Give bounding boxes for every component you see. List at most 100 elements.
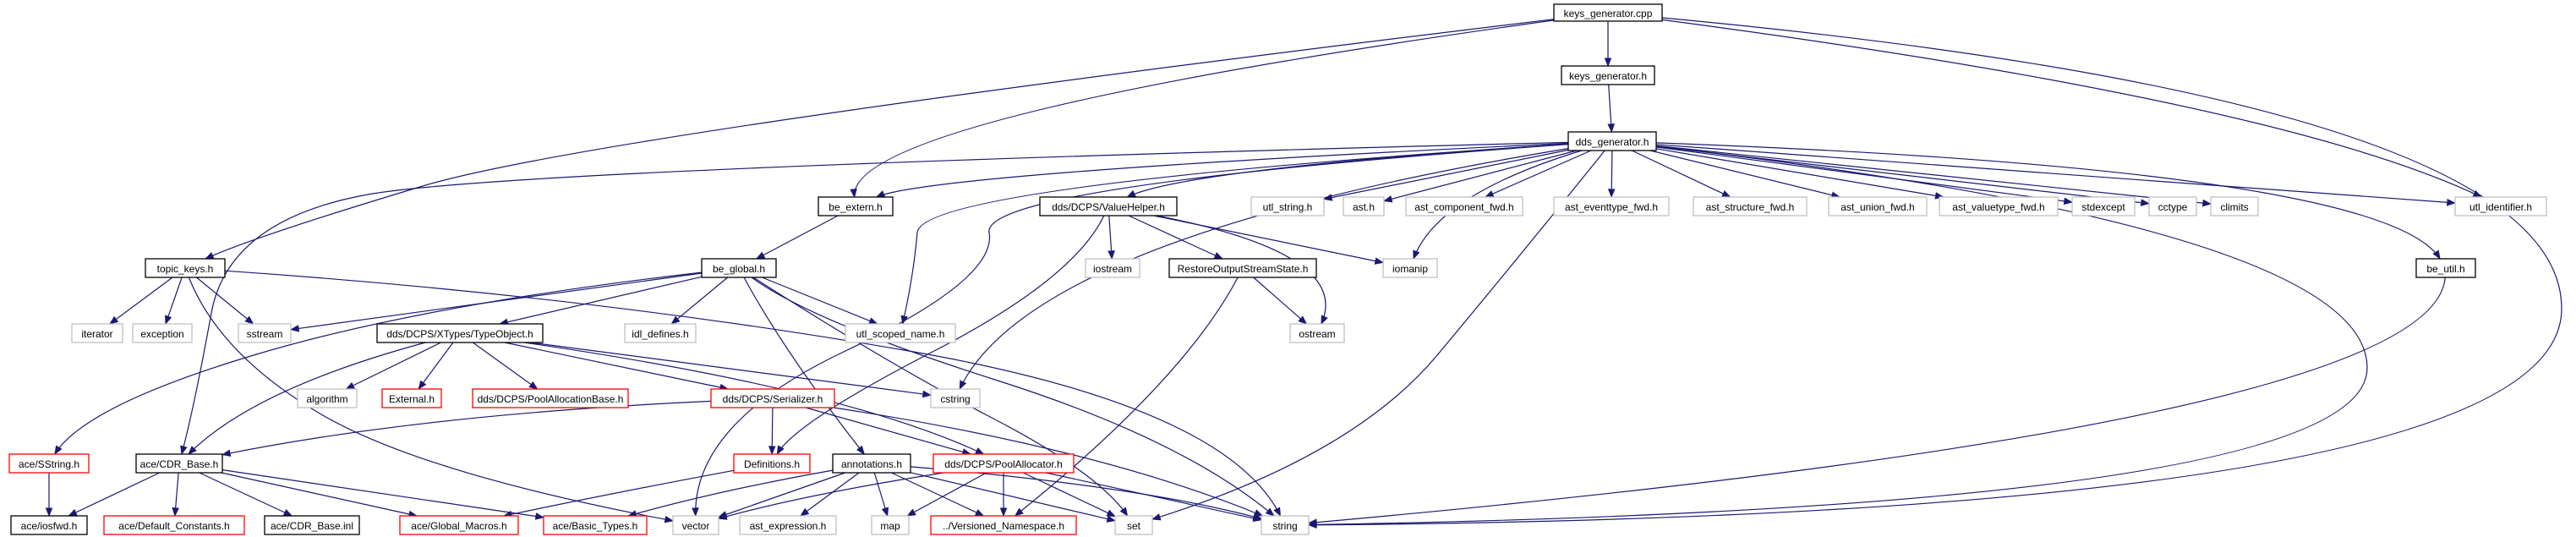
node-string: string — [1261, 515, 1310, 535]
node-label: keys_generator.cpp — [1564, 8, 1653, 19]
node-label: ace/SString.h — [19, 458, 79, 470]
edge-dds_generator_h-to-be_util_h — [1655, 142, 2441, 260]
edge-dds_generator_h-to-climits — [1655, 145, 2212, 207]
node-ace-default-constants-h[interactable]: ace/Default_Constants.h — [103, 515, 245, 535]
edge-topic_keys_h-to-vector — [188, 277, 675, 523]
node-label: iomanip — [1392, 263, 1428, 275]
node-label: ast_union_fwd.h — [1840, 201, 1914, 213]
edge-typeobject_h-to-poolallocationbase_h — [472, 342, 539, 390]
edge-serializer_h-to-definitions_h — [768, 407, 776, 456]
edge-serializer_h-to-ace_cdr_base_h — [221, 400, 712, 458]
node-valuehelper-h[interactable]: dds/DCPS/ValueHelper.h — [1039, 196, 1178, 216]
node-external-h[interactable]: External.h — [381, 388, 442, 408]
edge-be_global_h-to-typeobject_h — [499, 276, 703, 326]
node-label: ast_valuetype_fwd.h — [1952, 201, 2044, 213]
edge-topic_keys_h-to-iterator — [109, 277, 173, 325]
node-label: ace/iosfwd.h — [21, 520, 78, 532]
node-label: ace/Default_Constants.h — [118, 520, 229, 532]
node-label: vector — [682, 520, 710, 532]
node-be-util-h[interactable]: be_util.h — [2415, 258, 2476, 278]
edge-dds_generator_h-to-utl_scoped_name_h — [900, 143, 1569, 326]
node-label: ace/CDR_Base.h — [140, 458, 219, 470]
node-label: utl_identifier.h — [2469, 201, 2532, 213]
node-label: sstream — [247, 328, 283, 340]
node-label: set — [1127, 520, 1141, 532]
node-label: climits — [2220, 201, 2248, 213]
node-label: annotations.h — [841, 458, 902, 470]
node-cstring: cstring — [930, 388, 981, 408]
node-box — [930, 515, 1077, 535]
node-box — [832, 453, 911, 474]
node-map: map — [871, 515, 910, 535]
node-exception: exception — [132, 323, 193, 343]
node-label: dds/DCPS/Serializer.h — [723, 393, 823, 405]
node-label: ast_structure_fwd.h — [1706, 201, 1795, 213]
node-label: iterator — [81, 328, 112, 340]
node-box — [1382, 258, 1438, 278]
edge-dds_generator_h-to-cstring — [959, 148, 1569, 390]
node-ostream: ostream — [1289, 323, 1345, 343]
node-definitions-h[interactable]: Definitions.h — [733, 453, 811, 474]
edge-dds_generator_h-to-ast_structure_fwd_h — [1632, 150, 1731, 198]
node-label: ../Versioned_Namespace.h — [943, 520, 1064, 532]
edge-poolallocator_h-to-string — [1046, 472, 1263, 523]
node-be-global-h[interactable]: be_global.h — [701, 258, 777, 278]
node-label: string — [1272, 520, 1297, 532]
edge-annotations_h-to-map — [873, 472, 889, 518]
node-keys-generator-h[interactable]: keys_generator.h — [1561, 65, 1655, 85]
node-ace-sstring-h[interactable]: ace/SString.h — [8, 453, 90, 474]
node-box — [1289, 323, 1345, 343]
node-restore-h[interactable]: RestoreOutputStreamState.h — [1168, 258, 1317, 278]
node-label: ast_expression.h — [750, 520, 827, 532]
node-label: RestoreOutputStreamState.h — [1178, 263, 1309, 275]
node-box — [818, 196, 894, 216]
node-box — [1250, 196, 1325, 216]
node-annotations-h[interactable]: annotations.h — [832, 453, 911, 474]
node-be-extern-h[interactable]: be_extern.h — [818, 196, 894, 216]
node-ace-iosfwd-h[interactable]: ace/iosfwd.h — [10, 515, 88, 535]
node-label: Definitions.h — [744, 458, 800, 470]
node-box — [399, 515, 519, 535]
edge-annotations_h-to-ast_expression_h — [800, 472, 860, 517]
node-versioned-namespace-h[interactable]: ../Versioned_Namespace.h — [930, 515, 1077, 535]
node-label: dds/DCPS/PoolAllocator.h — [944, 458, 1062, 470]
node-label: ast_component_fwd.h — [1414, 201, 1513, 213]
node-box — [381, 388, 442, 408]
node-iterator: iterator — [71, 323, 123, 343]
node-serializer-h[interactable]: dds/DCPS/Serializer.h — [710, 388, 835, 408]
node-ace-cdr-base-h[interactable]: ace/CDR_Base.h — [135, 453, 223, 474]
node-label: be_global.h — [713, 263, 765, 275]
node-climits: climits — [2210, 196, 2259, 216]
node-ace-basic-types-h[interactable]: ace/Basic_Types.h — [543, 515, 648, 535]
node-box — [930, 388, 981, 408]
edge-typeobject_h-to-external_h — [418, 342, 454, 390]
node-box — [2210, 196, 2259, 216]
node-topic-keys-h[interactable]: topic_keys.h — [145, 258, 226, 278]
node-keys-generator-cpp[interactable]: keys_generator.cpp — [1553, 3, 1663, 22]
node-poolallocator-h[interactable]: dds/DCPS/PoolAllocator.h — [933, 453, 1075, 474]
node-ast-valuetype-fwd-h: ast_valuetype_fwd.h — [1939, 196, 2059, 216]
edge-dds_generator_h-to-string — [1307, 145, 2368, 529]
node-label: stdexcept — [2081, 201, 2125, 213]
edge-serializer_h-to-poolallocator_h — [805, 407, 972, 456]
node-box — [624, 323, 697, 343]
node-box — [933, 453, 1075, 474]
node-box — [10, 515, 88, 535]
node-ace-cdr-base-inl[interactable]: ace/CDR_Base.inl — [264, 515, 360, 535]
edge-annotations_h-to-versioned_namespace_h — [891, 472, 985, 517]
node-box — [871, 515, 910, 535]
node-poolallocationbase-h[interactable]: dds/DCPS/PoolAllocationBase.h — [472, 388, 629, 408]
node-label: ace/Global_Macros.h — [411, 520, 506, 532]
node-dds-generator-h[interactable]: dds_generator.h — [1567, 131, 1657, 151]
node-label: be_extern.h — [829, 201, 882, 213]
node-ace-global-macros-h[interactable]: ace/Global_Macros.h — [399, 515, 519, 535]
node-box — [1567, 131, 1657, 151]
edge-ace_cdr_base_h-to-ace_iosfwd_h — [68, 472, 161, 517]
node-label: dds/DCPS/PoolAllocationBase.h — [478, 393, 624, 405]
node-label: be_util.h — [2426, 263, 2464, 275]
edge-restore_h-to-ostream — [1253, 277, 1308, 325]
node-typeobject-h[interactable]: dds/DCPS/XTypes/TypeObject.h — [376, 323, 544, 343]
node-box — [1693, 196, 1808, 216]
node-label: keys_generator.h — [1569, 70, 1647, 82]
